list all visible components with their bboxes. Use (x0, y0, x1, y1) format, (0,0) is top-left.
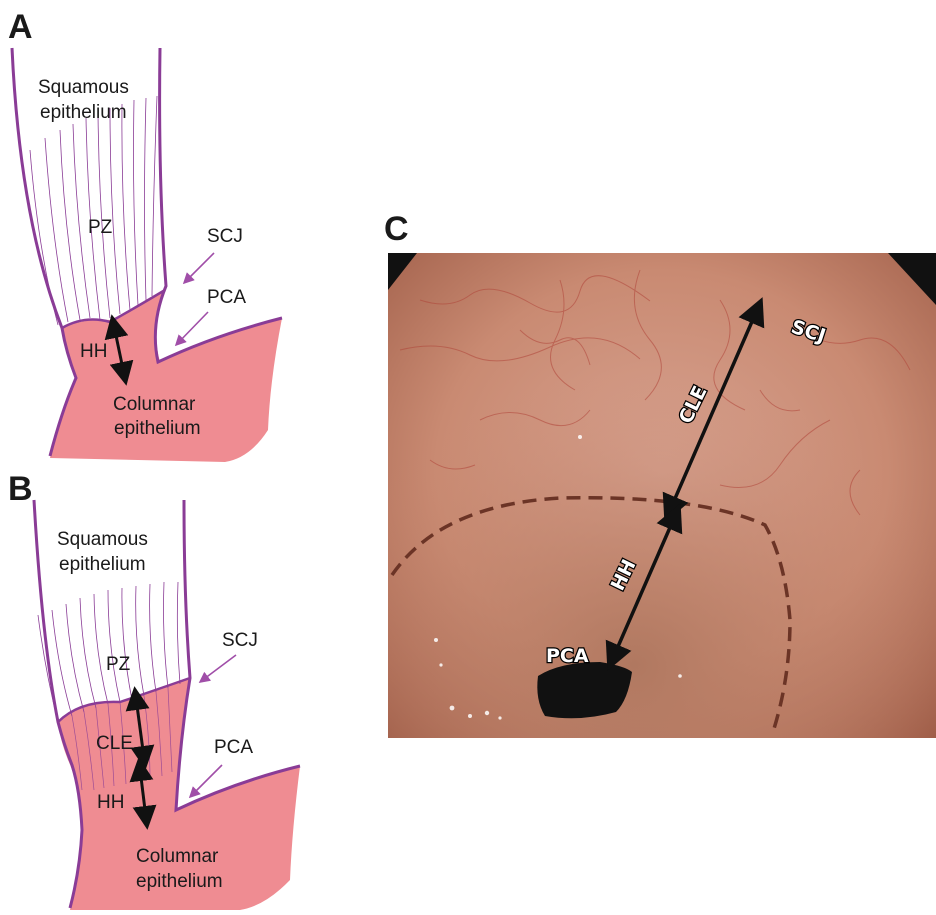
panel-b: B (8, 470, 300, 910)
panel-a-columnar-label-1: Columnar (113, 394, 196, 415)
panel-c: C (384, 210, 936, 738)
panel-b-right-wall (176, 500, 300, 810)
panel-b-pca-label: PCA (214, 737, 253, 758)
panel-a-scj-label: SCJ (207, 226, 243, 247)
panel-b-squamous-label-2: epithelium (59, 554, 146, 575)
panel-b-columnar-label-1: Columnar (136, 846, 219, 867)
panel-c-lumen (537, 662, 632, 718)
panel-b-cle-label: CLE (96, 733, 133, 754)
panel-a-squamous-label-1: Squamous (38, 77, 129, 98)
panel-a-right-wall (155, 48, 282, 362)
panel-a-squamous-label-2: epithelium (40, 102, 127, 123)
panel-a-pz-label: PZ (88, 217, 113, 238)
panel-a-scj-pointer (184, 253, 214, 283)
panel-a-hh-label: HH (80, 341, 107, 362)
panel-c-photo (388, 253, 936, 738)
panel-b-letter: B (8, 470, 33, 508)
panel-b-pz-label: PZ (106, 654, 131, 675)
panel-a-columnar-label-2: epithelium (114, 418, 201, 439)
panel-a: A Squamous epithelium PZ SCJ PCA HH Colu… (8, 8, 282, 462)
panel-b-columnar-label-2: epithelium (136, 871, 223, 892)
panel-c-letter: C (384, 210, 409, 248)
panel-b-scj-pointer (200, 655, 236, 682)
panel-a-letter: A (8, 8, 33, 46)
panel-a-pca-label: PCA (207, 287, 246, 308)
panel-a-pca-pointer (176, 312, 208, 345)
panel-b-scj-label: SCJ (222, 630, 258, 651)
panel-c-pca-label: PCA (546, 645, 589, 667)
panel-b-squamous-label-1: Squamous (57, 529, 148, 550)
panel-b-hh-label: HH (97, 792, 124, 813)
